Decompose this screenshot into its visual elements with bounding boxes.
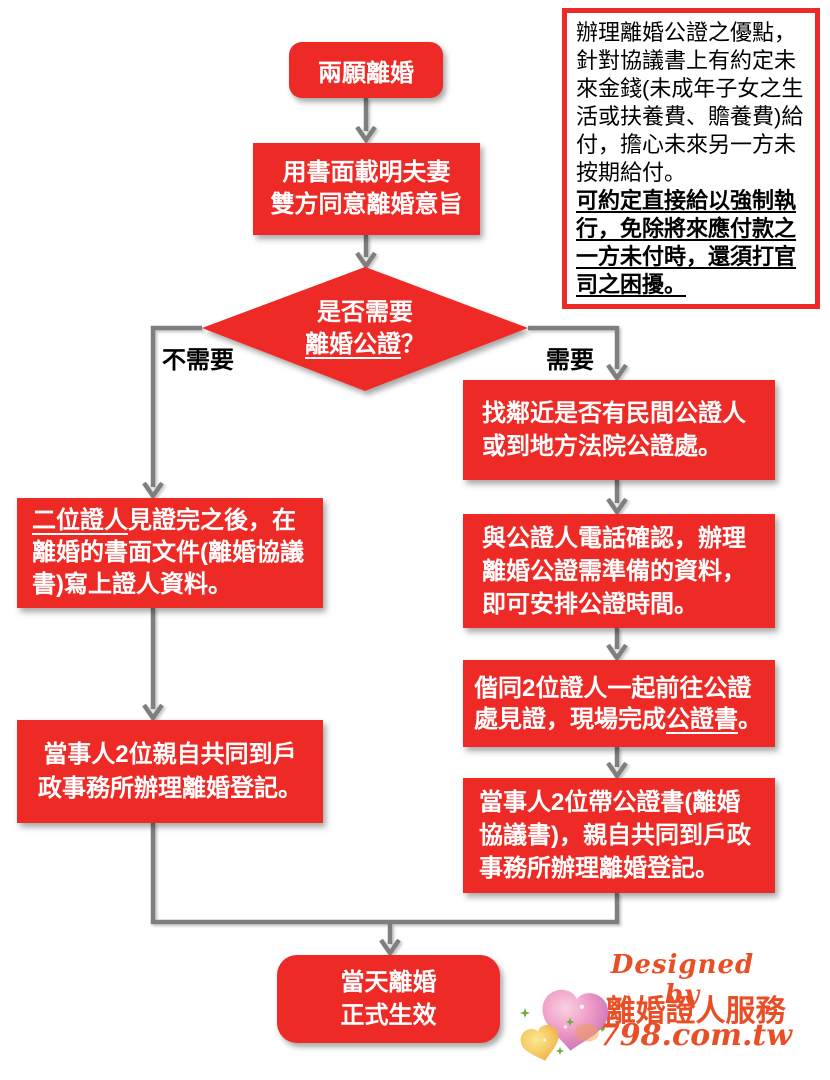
node-registry-right-text: 當事人2位帶公證書(離婚 協議書)，親自共同到戶政 事務所辦理離婚登記。 [479,789,751,882]
node-registry-left-text: 當事人2位親自共同到戶 政事務所辦理離婚登記。 [38,740,302,802]
note-normal-text: 辦理離婚公證之優點， 針對協議書上有約定未 來金錢(未成年子女之生 活或扶養費、… [576,20,804,185]
decision-label: 是否需要 離婚公證？ [275,297,455,361]
connector-lines [142,98,628,957]
node-notarization-line1: 偕同2位證人一起前往公證 [474,674,752,702]
sparkle-icons [520,1008,606,1056]
node-written-consent-text: 用書面載明夫妻 雙方同意離婚意旨 [270,159,463,218]
big-heart-icon [542,989,609,1051]
node-find-notary: 找鄰近是否有民間公證人 或到地方法院公證處。 [463,380,775,480]
credit-brand: 離婚證人服務 [605,995,786,1028]
arrowhead-icon [606,363,628,382]
node-witnesses-sign-line2: 離婚的書面文件(離婚協議 [32,539,304,566]
node-witnesses-sign-line3: 書)寫上證人資料。 [32,571,232,598]
branch-label-yes: 需要 [546,347,594,374]
arrowhead-icon [142,703,164,722]
node-phone-confirm-text: 與公證人電話確認，辦理 離婚公證需準備的資料， 即可安排公證時間。 [482,524,746,618]
node-end: 當天離婚 正式生效 [277,955,500,1043]
arrowhead-icon [606,497,628,516]
credit-designed-by: Designed by [610,950,755,1010]
note-bold-underline-text: 可約定直接給以強制執 行，免除將來應付款之 一方未付時，還須打官 司之困擾。 [576,188,797,297]
notarization-advantage-note: 辦理離婚公證之優點， 針對協議書上有約定未 來金錢(未成年子女之生 活或扶養費、… [562,8,820,309]
node-notarization: 偕同2位證人一起前往公證 處見證，現場完成公證書。 [463,660,775,747]
arrowhead-icon [355,251,377,270]
node-end-text: 當天離婚 正式生效 [340,969,437,1029]
node-notarization-line2: 處見證，現場完成公證書。 [474,705,762,733]
node-phone-confirm: 與公證人電話確認，辦理 離婚公證需準備的資料， 即可安排公證時間。 [463,514,775,628]
node-registry-right: 當事人2位帶公證書(離婚 協議書)，親自共同到戶政 事務所辦理離婚登記。 [463,778,775,893]
node-written-consent: 用書面載明夫妻 雙方同意離婚意旨 [253,143,480,235]
branch-label-no: 不需要 [162,347,234,374]
credit-site-url: 798.com.tw [598,1018,793,1053]
node-registry-left: 當事人2位親自共同到戶 政事務所辦理離婚登記。 [17,720,323,823]
decision-diamond [202,267,528,391]
arrowhead-icon [606,643,628,662]
decision-line2: 離婚公證？ [305,331,425,358]
decision-line1: 是否需要 [317,299,413,326]
node-witnesses-sign-line1: 二位證人見證完之後，在 [32,507,296,534]
small-heart-icon [520,1025,559,1061]
node-find-notary-text: 找鄰近是否有民間公證人 或到地方法院公證處。 [482,400,746,460]
node-start: 兩願離婚 [289,42,443,98]
arrowhead-icon [379,938,401,957]
node-start-label: 兩願離婚 [318,59,414,87]
arrowhead-icon [142,481,164,500]
arrowhead-icon [355,125,377,144]
node-witnesses-sign: 二位證人見證完之後，在 離婚的書面文件(離婚協議 書)寫上證人資料。 [17,498,323,608]
arrowhead-icon [606,761,628,780]
hearts-logo-icon [520,989,609,1061]
